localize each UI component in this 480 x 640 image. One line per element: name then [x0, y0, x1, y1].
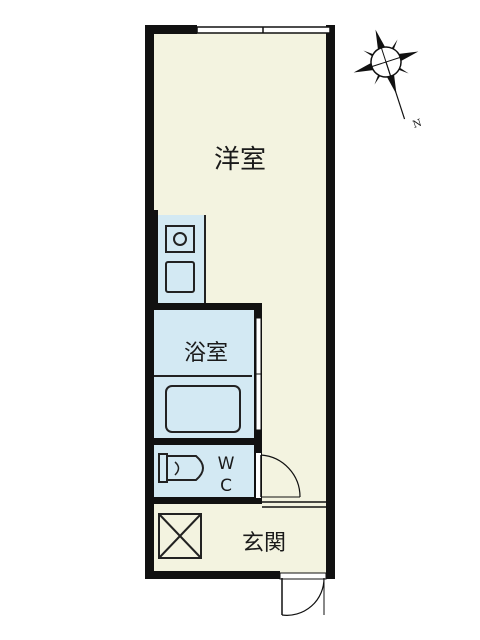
shoe-cabinet-icon — [158, 513, 202, 559]
bathroom-label: 浴室 — [184, 341, 228, 366]
sink-icon — [165, 261, 195, 293]
entrance-label: 玄関 — [242, 531, 286, 556]
window — [196, 26, 331, 34]
kitchen-area — [155, 215, 205, 305]
front-door — [279, 572, 327, 616]
western-room-label: 洋室 — [214, 145, 266, 175]
bathroom-sliding-door — [255, 317, 262, 431]
entrance-step — [262, 501, 330, 508]
compass-north-label: N — [412, 118, 424, 131]
wc-label-w: W — [218, 454, 235, 474]
compass-rose-icon — [353, 29, 419, 120]
entrance-floor — [150, 508, 330, 573]
kitchen-counter — [165, 215, 206, 305]
wc-label-c: C — [220, 476, 232, 496]
bathtub-icon — [165, 385, 241, 433]
toilet-icon — [158, 453, 204, 483]
stove-icon — [165, 225, 195, 253]
wc-door — [256, 453, 301, 498]
